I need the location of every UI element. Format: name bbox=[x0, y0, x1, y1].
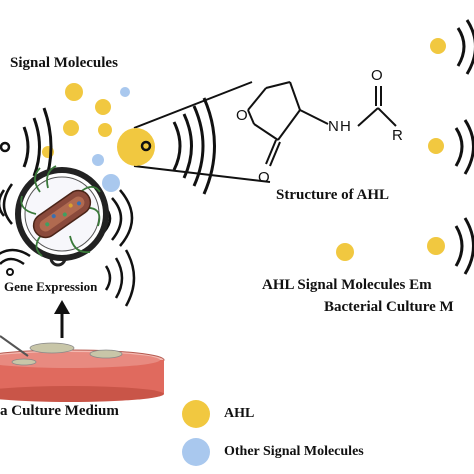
ahl-molecule bbox=[63, 120, 79, 136]
bacterium bbox=[20, 165, 101, 257]
gene-expression-arrow bbox=[54, 300, 70, 338]
legend-swatch-ahl bbox=[182, 400, 210, 428]
gene-expression-label: Gene Expression bbox=[4, 279, 98, 294]
right-emitter-bottom bbox=[336, 217, 474, 275]
highlighted-ahl bbox=[117, 97, 216, 195]
other-signal-molecule bbox=[102, 174, 120, 192]
zoom-line-top bbox=[133, 81, 253, 129]
right-emitter-top bbox=[430, 19, 474, 75]
emitted-molecules-label-line2: Bacterial Culture M bbox=[324, 299, 454, 315]
other-signal-molecule bbox=[92, 154, 104, 166]
other-signal-molecule bbox=[120, 87, 130, 97]
atom-amide-hydrogen: H bbox=[340, 118, 351, 135]
atom-r-group: R bbox=[392, 127, 403, 144]
structure-of-ahl-label: Structure of AHL bbox=[276, 187, 390, 203]
emitted-molecules-label-line1: AHL Signal Molecules Em bbox=[262, 277, 432, 293]
atom-ring-oxygen: O bbox=[236, 107, 248, 124]
ahl-structure bbox=[247, 81, 397, 167]
petri-dish bbox=[0, 335, 165, 402]
signal-molecules-label: Signal Molecules bbox=[10, 55, 118, 71]
right-emitter-middle bbox=[428, 119, 474, 175]
legend-label-ahl: AHL bbox=[224, 406, 255, 421]
zoom-line-bottom bbox=[133, 165, 271, 183]
atom-amide-nitrogen: N bbox=[328, 118, 339, 135]
ahl-molecule bbox=[95, 99, 111, 115]
atom-amide-oxygen: O bbox=[371, 67, 383, 84]
culture-medium-label: a Culture Medium bbox=[0, 403, 119, 419]
atom-carbonyl-oxygen: O bbox=[258, 169, 270, 186]
ahl-molecule bbox=[65, 83, 83, 101]
gene-expression-waves bbox=[0, 248, 136, 307]
ahl-molecule bbox=[98, 123, 112, 137]
legend-swatch-other bbox=[182, 438, 210, 466]
legend-label-other: Other Signal Molecules bbox=[224, 444, 364, 459]
